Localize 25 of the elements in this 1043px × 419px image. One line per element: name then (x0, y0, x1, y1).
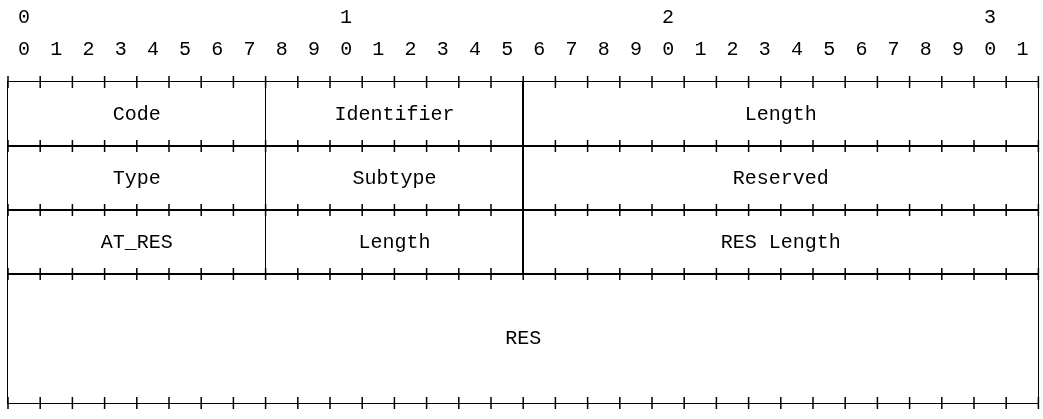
field-name: Subtype (352, 166, 437, 190)
bit-number-row: 0 1 2 3 4 5 6 7 8 9 0 1 2 3 4 5 6 7 8 9 0 1 2 3 4 5 6 7 8 9 0 1 (18, 38, 1033, 62)
packet-field (522, 145, 1040, 211)
field-name: RES (505, 327, 542, 350)
field-name: Code (112, 102, 161, 126)
field-name: Reserved (732, 166, 829, 190)
packet-field (522, 81, 1040, 147)
field-name: Length (358, 230, 431, 254)
field-name: Length (744, 102, 817, 126)
packet-field (264, 81, 524, 147)
bit-tens-digit: 1 (340, 6, 357, 30)
field-name: RES Length (720, 230, 841, 254)
packet-field (7, 273, 1040, 404)
field-name: AT_RES (100, 230, 173, 254)
packet-field (7, 81, 267, 147)
bit-tens-digit: 2 (662, 6, 679, 30)
field-name: Identifier (334, 102, 455, 126)
bit-tens-digit: 0 (18, 6, 35, 30)
packet-field (264, 209, 524, 275)
bit-tens-digit: 3 (984, 6, 1001, 30)
packet-field (522, 209, 1040, 275)
field-name: Type (112, 166, 161, 190)
packet-field (264, 145, 524, 211)
packet-field (7, 209, 267, 275)
packet-field (7, 145, 267, 211)
